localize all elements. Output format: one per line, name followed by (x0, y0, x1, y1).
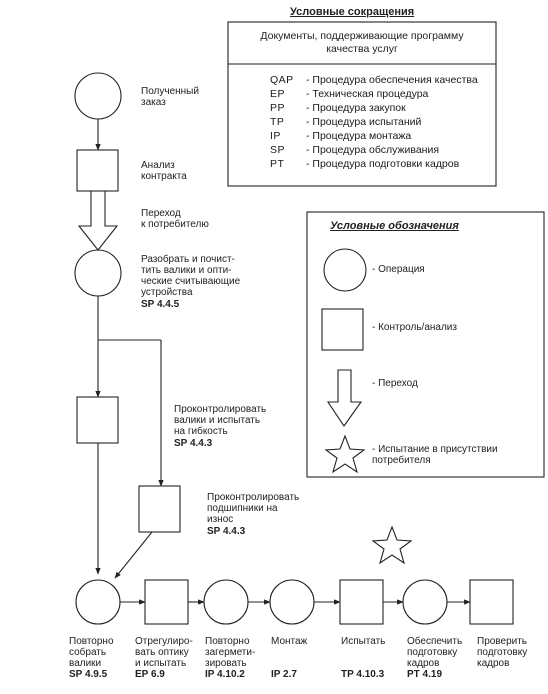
abbrev-code: SP (270, 144, 286, 156)
step-reseal-label: Повторно загермети- зировать (205, 636, 256, 669)
abbrev-code: EP (270, 88, 286, 100)
legend-operation-label: - Операция (372, 264, 425, 275)
received-order-circle (74, 72, 122, 120)
step-reassemble-ref: SP 4.9.5 (69, 669, 108, 680)
abbreviations-title: Условные сокращения (290, 6, 415, 18)
step-test-label: Испытать (341, 636, 386, 647)
legend-title: Условные обозначения (330, 220, 459, 232)
check-bearings-square (138, 485, 181, 533)
check-bearings-ref: SP 4.4.3 (207, 526, 246, 537)
abbrev-desc: - Процедура испытаний (306, 116, 422, 128)
transfer-arrow (77, 190, 119, 251)
legend-square-icon (321, 308, 364, 351)
arrow-bearings-to-reassemble (114, 531, 153, 579)
adjust-optics-square (144, 579, 189, 625)
step-reassemble-label: Повторно собрать валики (69, 636, 114, 669)
check-rollers-square (76, 396, 119, 444)
reseal-circle (203, 579, 249, 625)
abbrev-desc: - Процедура монтажа (306, 130, 412, 142)
step-provide-training-ref: PT 4.19 (407, 669, 443, 680)
legend-control-label: - Контроль/анализ (372, 322, 457, 333)
step-adjust-optics-ref: EP 6.9 (135, 669, 165, 680)
abbreviations-subtitle: Документы, поддерживающие программу каче… (260, 30, 464, 55)
contract-analysis-square (76, 149, 119, 192)
legend-customer-test-label: - Испытание в присутствии потребителя (372, 444, 498, 466)
step-reseal-ref: IP 4.10.2 (205, 669, 245, 680)
check-rollers-ref: SP 4.4.3 (174, 438, 213, 449)
received-order-label: Полученный заказ (141, 86, 199, 108)
abbrev-code: PP (270, 102, 286, 114)
contract-analysis-label: Анализ контракта (141, 160, 187, 182)
test-square (339, 579, 384, 625)
abbrev-code: TP (270, 116, 285, 128)
provide-training-circle (402, 579, 448, 625)
step-assembly-ref: IP 2.7 (271, 669, 297, 680)
legend-transfer-label: - Переход (372, 378, 418, 389)
check-training-square (469, 579, 514, 625)
abbreviations-box (227, 21, 497, 187)
legend-star-icon (324, 434, 366, 474)
abbrev-desc: - Процедура обеспечения качества (306, 74, 478, 86)
abbrev-code: PT (270, 158, 285, 170)
disassemble-ref: SP 4.4.5 (141, 299, 180, 310)
step-provide-training-label: Обеспечить подготовку кадров (407, 636, 463, 669)
legend-circle-icon (323, 248, 367, 292)
transfer-to-customer-label: Переход к потребителю (141, 208, 209, 230)
step-assembly-label: Монтаж (271, 636, 308, 647)
check-rollers-label: Проконтролировать валики и испытать на г… (174, 404, 267, 437)
assembly-circle (269, 579, 315, 625)
abbrev-desc: - Процедура обслуживания (306, 144, 440, 156)
abbrev-desc: - Техническая процедура (306, 88, 429, 100)
abbrev-desc: - Процедура подготовки кадров (306, 158, 460, 170)
step-check-training-label: Проверить подготовку кадров (477, 636, 528, 669)
customer-test-star-icon (371, 525, 413, 565)
step-adjust-optics-label: Отрегулиро- вать оптику и испытать (135, 636, 193, 669)
abbrev-code: QAP (270, 74, 294, 86)
legend-box (306, 211, 545, 478)
abbrev-desc: - Процедура закупок (306, 102, 406, 114)
step-test-ref: TP 4.10.3 (341, 669, 385, 680)
check-bearings-label: Проконтролировать подшипники на износ (207, 492, 300, 525)
disassemble-label: Разобрать и почист- тить валики и опти- … (141, 254, 241, 298)
reassemble-circle (75, 579, 121, 625)
disassemble-circle (74, 249, 122, 297)
abbrev-code: IP (270, 130, 281, 142)
legend-arrow-icon (326, 369, 363, 427)
